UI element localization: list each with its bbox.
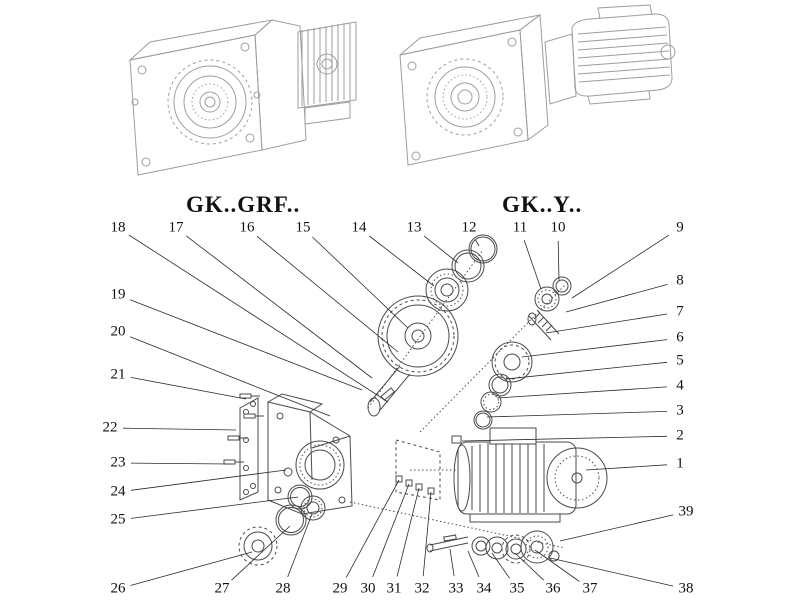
part-number-7: 7 bbox=[674, 303, 686, 320]
axis-output-shaft bbox=[349, 501, 566, 549]
part-number-9: 9 bbox=[674, 219, 686, 236]
leader-line-15 bbox=[312, 236, 409, 329]
part-number-17: 17 bbox=[166, 219, 186, 236]
part-number-13: 13 bbox=[404, 219, 424, 236]
part-number-20: 20 bbox=[108, 323, 128, 340]
leader-line-28 bbox=[287, 513, 313, 578]
bearing-and-rings bbox=[425, 234, 498, 312]
part-number-5: 5 bbox=[674, 352, 686, 369]
leader-line-27 bbox=[231, 525, 291, 581]
leader-line-4 bbox=[496, 386, 668, 399]
input-shaft-stack bbox=[473, 276, 572, 430]
leader-line-11 bbox=[523, 240, 542, 290]
part-number-28: 28 bbox=[273, 580, 293, 597]
leader-line-26 bbox=[130, 551, 253, 586]
leader-line-32 bbox=[422, 491, 432, 577]
leader-line-20 bbox=[129, 336, 331, 417]
exploded-view bbox=[223, 234, 608, 566]
leader-line-13 bbox=[423, 235, 459, 264]
leader-line-34 bbox=[467, 550, 480, 578]
part-number-32: 32 bbox=[412, 580, 432, 597]
part-number-18: 18 bbox=[108, 219, 128, 236]
part-number-12: 12 bbox=[459, 219, 479, 236]
leader-line-18 bbox=[128, 234, 389, 403]
part-number-2: 2 bbox=[674, 427, 686, 444]
part-number-19: 19 bbox=[108, 286, 128, 303]
leader-line-33 bbox=[449, 548, 455, 577]
variant-title-y: GK..Y.. bbox=[502, 192, 583, 217]
axis-input-shaft bbox=[419, 283, 567, 433]
variant-title-grf: GK..GRF.. bbox=[186, 192, 301, 217]
leader-line-17 bbox=[186, 235, 373, 379]
leader-line-10 bbox=[557, 240, 560, 282]
leader-line-21 bbox=[130, 377, 247, 400]
leader-line-25 bbox=[130, 496, 299, 519]
part-number-36: 36 bbox=[543, 580, 563, 597]
part-number-4: 4 bbox=[674, 377, 686, 394]
gearbox-y-illustration bbox=[399, 4, 676, 166]
leader-line-19 bbox=[129, 299, 363, 391]
intermediate-shaft-gear bbox=[367, 295, 459, 417]
output-gear-group bbox=[238, 495, 326, 566]
flange-bolts bbox=[223, 393, 264, 465]
leader-line-5 bbox=[505, 361, 668, 380]
leader-line-38 bbox=[549, 557, 674, 587]
part-number-27: 27 bbox=[212, 580, 232, 597]
part-number-21: 21 bbox=[108, 366, 128, 383]
leader-line-31 bbox=[396, 487, 420, 577]
output-shaft-assembly bbox=[426, 530, 560, 564]
leader-line-24 bbox=[130, 469, 287, 491]
part-number-34: 34 bbox=[474, 580, 494, 597]
leader-line-36 bbox=[514, 552, 544, 581]
leader-line-8 bbox=[565, 284, 668, 313]
part-number-6: 6 bbox=[674, 329, 686, 346]
part-number-31: 31 bbox=[384, 580, 404, 597]
electric-motor bbox=[453, 427, 608, 523]
leader-line-2 bbox=[461, 435, 668, 442]
leader-line-35 bbox=[491, 552, 510, 579]
leader-line-29 bbox=[345, 479, 400, 578]
gearbox-grf-illustration bbox=[128, 19, 357, 176]
part-number-22: 22 bbox=[100, 419, 120, 436]
part-number-10: 10 bbox=[548, 219, 568, 236]
part-number-39: 39 bbox=[676, 503, 696, 520]
leader-line-14 bbox=[369, 235, 435, 287]
gear-housing bbox=[267, 393, 353, 515]
part-number-37: 37 bbox=[580, 580, 600, 597]
part-number-35: 35 bbox=[507, 580, 527, 597]
part-number-14: 14 bbox=[349, 219, 369, 236]
part-number-1: 1 bbox=[674, 455, 686, 472]
leader-line-23 bbox=[130, 462, 231, 465]
leader-line-16 bbox=[256, 235, 399, 353]
motor-key bbox=[451, 435, 462, 444]
leader-line-37 bbox=[534, 549, 580, 582]
leader-line-30 bbox=[372, 483, 410, 578]
leader-line-9 bbox=[571, 234, 670, 299]
part-number-38: 38 bbox=[676, 580, 696, 597]
part-number-33: 33 bbox=[446, 580, 466, 597]
part-number-24: 24 bbox=[108, 483, 128, 500]
part-number-11: 11 bbox=[510, 219, 530, 236]
leader-line-6 bbox=[521, 339, 668, 358]
leader-line-22 bbox=[122, 427, 237, 431]
leader-line-7 bbox=[545, 313, 668, 334]
mounting-flange-plate bbox=[239, 397, 259, 501]
part-number-15: 15 bbox=[293, 219, 313, 236]
part-number-26: 26 bbox=[108, 580, 128, 597]
leader-line-39 bbox=[559, 514, 674, 542]
part-number-8: 8 bbox=[674, 272, 686, 289]
leader-line-1 bbox=[585, 464, 668, 471]
part-number-29: 29 bbox=[330, 580, 350, 597]
part-number-25: 25 bbox=[108, 511, 128, 528]
part-number-23: 23 bbox=[108, 454, 128, 471]
leader-line-12 bbox=[474, 239, 480, 247]
leader-line-3 bbox=[486, 411, 668, 418]
part-number-3: 3 bbox=[674, 402, 686, 419]
part-number-16: 16 bbox=[237, 219, 257, 236]
part-number-30: 30 bbox=[358, 580, 378, 597]
adapter-flange bbox=[395, 439, 441, 501]
